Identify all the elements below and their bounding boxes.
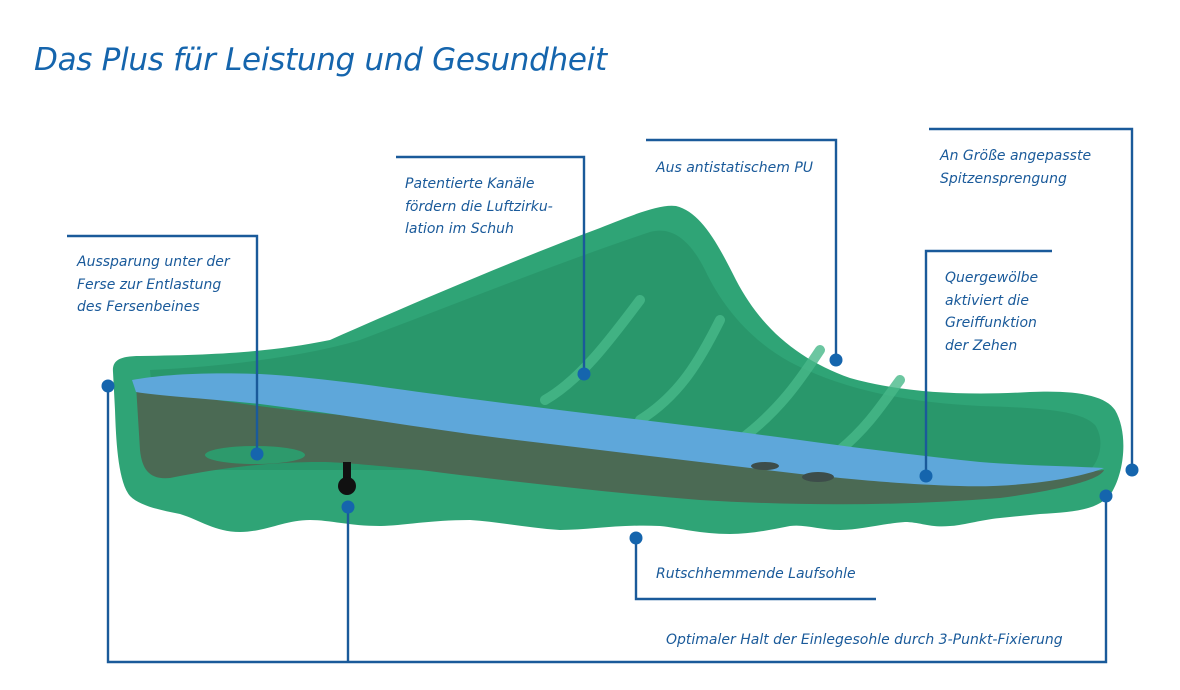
- callout-line-kanaele: [396, 155, 586, 374]
- callout-pu: Aus antistatischem PU: [656, 157, 813, 180]
- insole-hole: [751, 462, 779, 470]
- insole-hole: [802, 472, 834, 482]
- insole-top: [132, 373, 1104, 487]
- callout-dot-quergewoelbe: [919, 469, 933, 483]
- callout-dot-aussparung: [250, 447, 264, 461]
- callout-line-quergewoelbe: [924, 249, 1052, 476]
- fixation-pin: [343, 462, 351, 484]
- callout-line-halt: [106, 386, 1108, 664]
- callout-dot-halt-center: [341, 500, 355, 514]
- fixation-pin-head: [338, 477, 356, 495]
- callout-line-laufsohle: [634, 538, 876, 601]
- callout-line-spitze: [929, 127, 1134, 470]
- callout-halt: Optimaler Halt der Einlegesohle durch 3-…: [666, 629, 1063, 652]
- callout-text-line: aktiviert die: [945, 292, 1029, 309]
- callout-line-aussparung: [67, 234, 259, 454]
- callout-text-line: Optimaler Halt der Einlegesohle durch 3-…: [666, 632, 1063, 648]
- callout-kanaele: Patentierte Kanäle fördern die Luftzirku…: [405, 173, 553, 241]
- callout-text-line: fördern die Luftzirku-: [405, 198, 553, 215]
- callout-line-pu: [646, 138, 838, 360]
- callout-dot-halt-toe: [1099, 489, 1113, 503]
- callout-aussparung: Aussparung unter der Ferse zur Entlastun…: [77, 251, 230, 319]
- callout-text-line: Rutschhemmende Laufsohle: [656, 566, 856, 582]
- callout-dot-halt-heel: [101, 379, 115, 393]
- callout-text-line: Quergewölbe: [945, 270, 1039, 286]
- air-channels: [540, 295, 905, 455]
- callout-text-line: Greiffunktion: [945, 315, 1037, 331]
- callout-quergewoelbe: Quergewölbe aktiviert die Greiffunktion …: [945, 267, 1038, 357]
- callout-lines: [67, 127, 1134, 664]
- callout-dot-pu: [829, 353, 843, 367]
- callout-text-line: An Größe angepasste: [940, 148, 1092, 164]
- callout-text-line: Aussparung unter der: [77, 254, 230, 270]
- callout-text-line: des Fersenbeines: [77, 299, 200, 315]
- callout-text-line: lation im Schuh: [405, 221, 514, 237]
- callout-dot-spitze: [1125, 463, 1139, 477]
- callout-text-line: der Zehen: [945, 337, 1018, 354]
- callout-text-line: Ferse zur Entlastung: [77, 276, 222, 293]
- callout-text-line: Aus antistatischem PU: [656, 160, 814, 176]
- page-title: Das Plus für Leistung und Gesundheit: [34, 42, 607, 78]
- callout-text-line: Spitzensprengung: [940, 170, 1067, 187]
- callout-dots: [101, 353, 1139, 545]
- callout-laufsohle: Rutschhemmende Laufsohle: [656, 563, 856, 586]
- callout-text-line: Patentierte Kanäle: [405, 176, 535, 192]
- callout-dot-kanaele: [577, 367, 591, 381]
- callout-dot-laufsohle: [629, 531, 643, 545]
- callout-spitze: An Größe angepasste Spitzensprengung: [940, 145, 1091, 190]
